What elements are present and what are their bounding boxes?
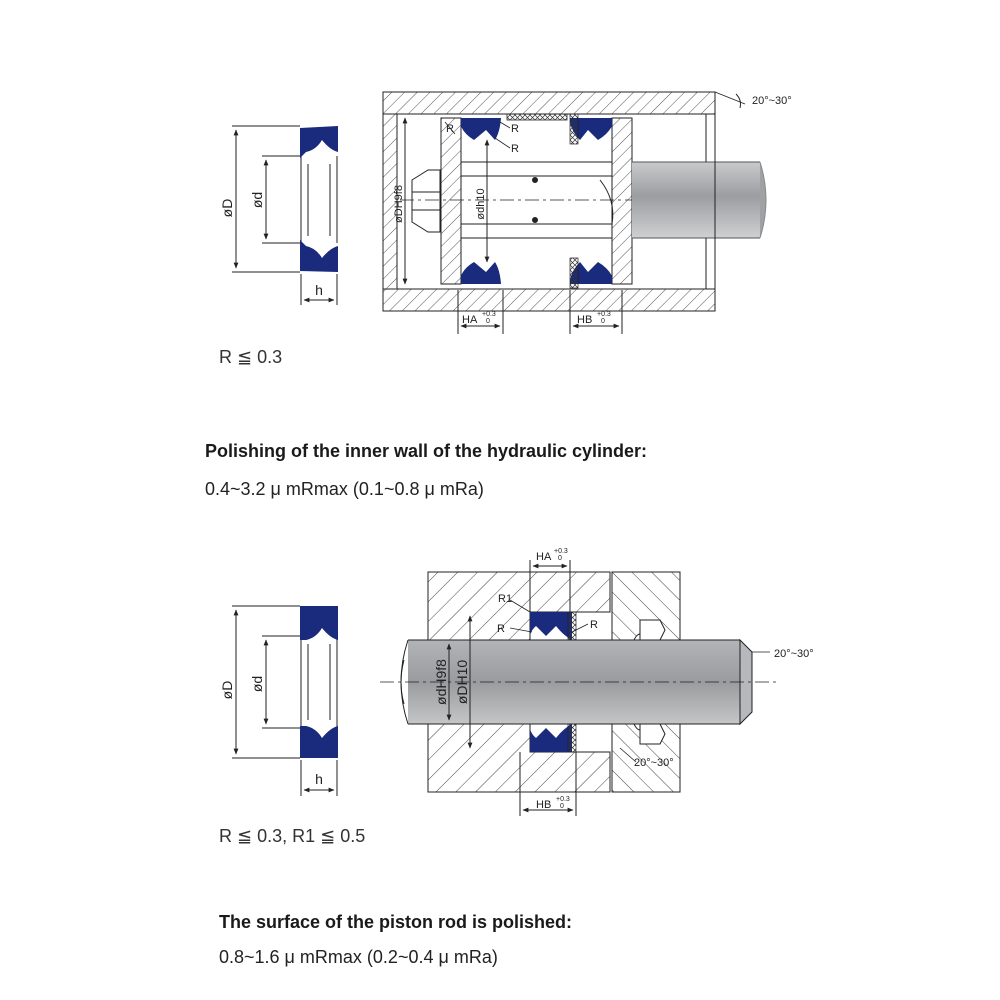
- diagram1: øD ød h: [219, 91, 792, 334]
- seal-profile-1: [232, 125, 338, 305]
- angle-label-1: 20°~30°: [752, 95, 792, 107]
- svg-text:+0.3: +0.3: [554, 548, 568, 555]
- angle-top-label-2: 20°~30°: [774, 648, 814, 660]
- bore-dim-1: øDH9f8: [393, 185, 405, 223]
- radius-mark-2a: R1: [498, 593, 512, 605]
- groove-b-dim-1: HB +0.3 0: [577, 311, 611, 326]
- diagram2: øD ød h: [219, 548, 814, 816]
- h-label-2: h: [315, 771, 323, 787]
- rod-dim-1: ødh10: [475, 188, 487, 219]
- svg-text:0: 0: [486, 318, 490, 325]
- rod-dim-2: ødH9f8: [433, 659, 449, 705]
- svg-text:HB: HB: [536, 799, 551, 811]
- od-label-1: øD: [219, 199, 235, 218]
- svg-text:+0.3: +0.3: [482, 311, 496, 318]
- svg-text:+0.3: +0.3: [597, 311, 611, 318]
- section2-spec: 0.8~1.6 μ mRmax (0.2~0.4 μ mRa): [219, 947, 498, 967]
- svg-text:0: 0: [558, 555, 562, 562]
- od-label-2: øD: [219, 681, 235, 700]
- id-label-1: ød: [249, 192, 265, 208]
- seal-profile-2: [232, 605, 338, 796]
- section2-heading: The surface of the piston rod is polishe…: [219, 912, 573, 932]
- radius-note-2: R ≦ 0.3, R1 ≦ 0.5: [219, 826, 366, 846]
- section1-spec: 0.4~3.2 μ mRmax (0.1~0.8 μ mRa): [205, 479, 484, 499]
- svg-text:0: 0: [560, 803, 564, 810]
- cylinder-assembly: [382, 91, 767, 334]
- seal-bottom-2: [300, 726, 338, 758]
- section1-heading: Polishing of the inner wall of the hydra…: [205, 441, 648, 461]
- seal-top-2: [300, 606, 338, 640]
- svg-text:HA: HA: [536, 551, 552, 563]
- radius-mark-1c: R: [511, 143, 519, 155]
- bore-dim-2: øDH10: [454, 660, 470, 705]
- svg-text:HA: HA: [462, 314, 478, 326]
- radius-mark-1a: R: [446, 123, 454, 135]
- rod-gland-assembly: [380, 560, 780, 816]
- seal-top-1: [300, 126, 338, 158]
- seal-bottom-1: [300, 240, 338, 272]
- groove-a-dim-2: HA +0.3 0: [536, 548, 568, 563]
- radius-note-1: R ≦ 0.3: [219, 347, 283, 367]
- radius-mark-2c: R: [590, 619, 598, 631]
- angle-bottom-label-2: 20°~30°: [634, 757, 674, 769]
- groove-a-dim-1: HA +0.3 0: [462, 311, 496, 326]
- id-label-2: ød: [249, 676, 265, 692]
- svg-text:HB: HB: [577, 314, 592, 326]
- svg-text:0: 0: [601, 318, 605, 325]
- radius-mark-1b: R: [511, 123, 519, 135]
- h-label-1: h: [315, 282, 323, 298]
- groove-b-dim-2: HB +0.3 0: [536, 796, 570, 811]
- radius-mark-2b: R: [497, 623, 505, 635]
- svg-text:+0.3: +0.3: [556, 796, 570, 803]
